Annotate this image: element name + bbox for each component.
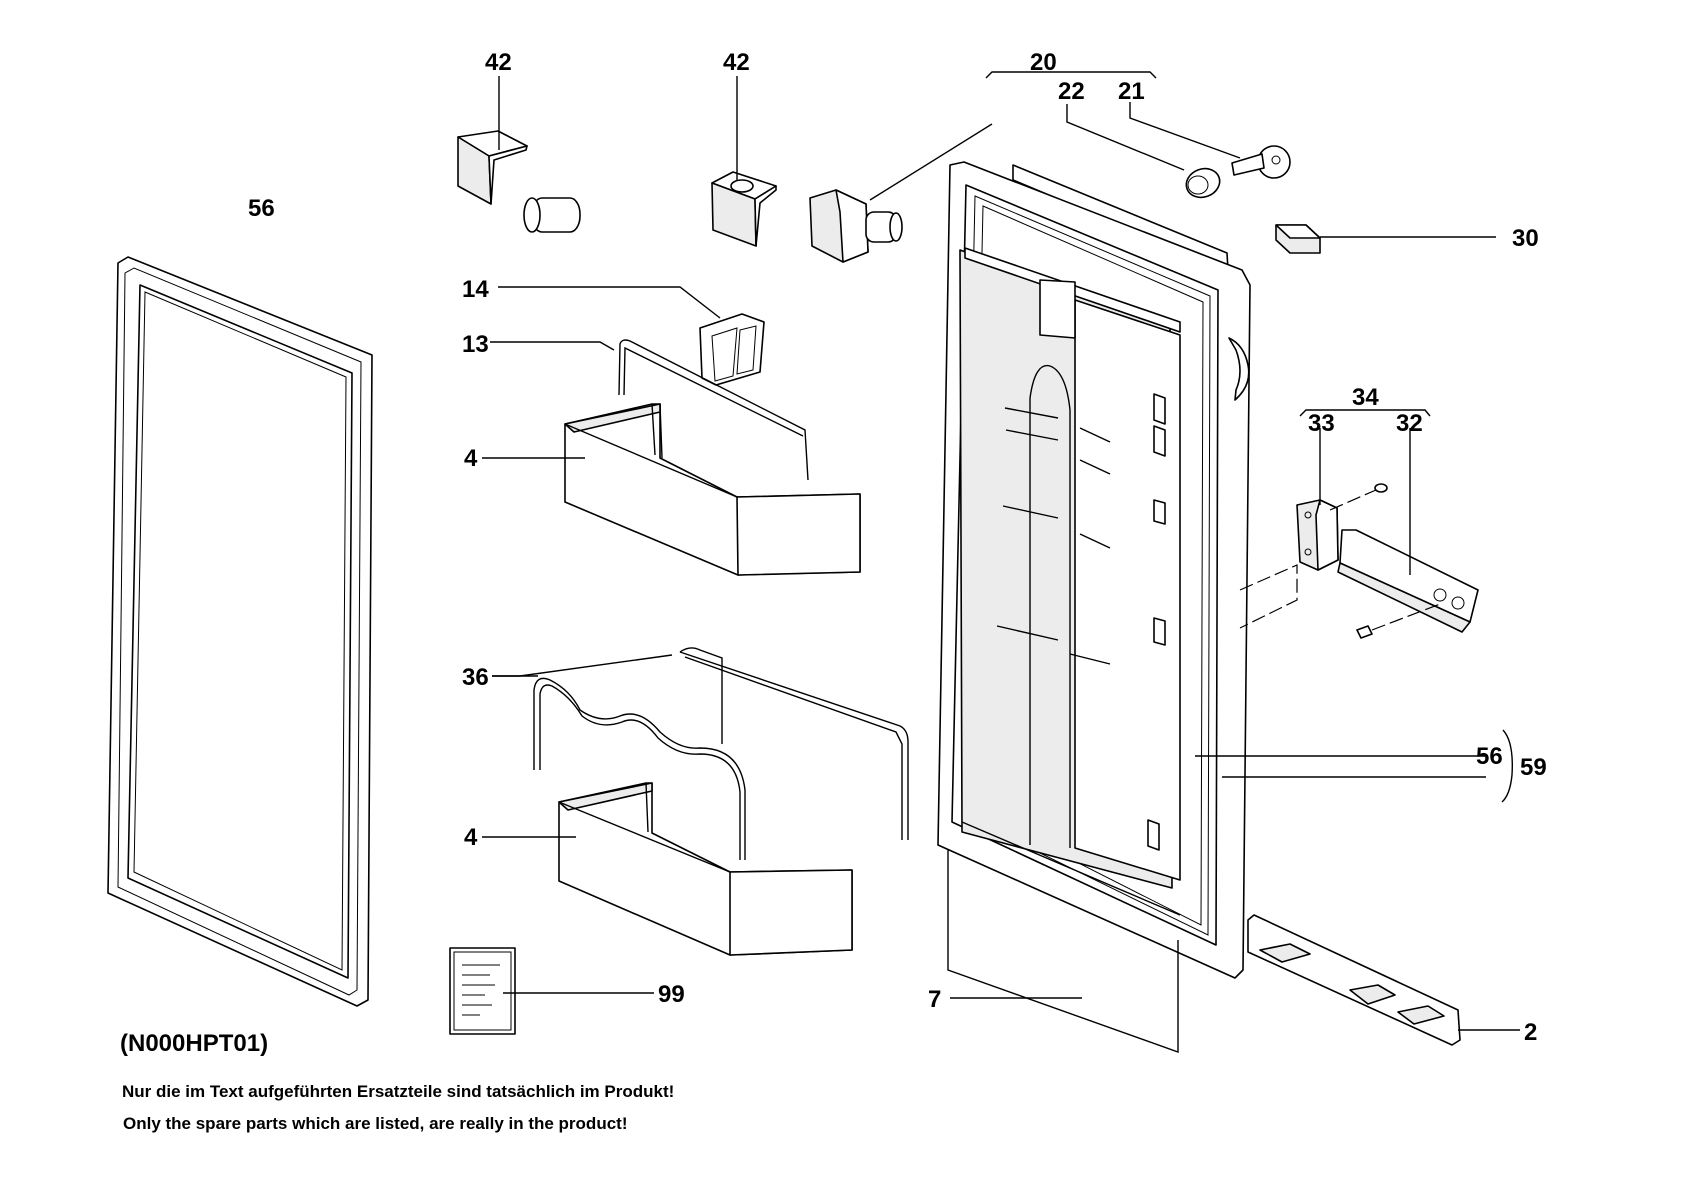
- part-number-labels: 42 42 20 22 21 56 30 14 13 4 34 33 32 36…: [248, 49, 1547, 1046]
- label-4-lower: 4: [464, 824, 478, 851]
- bottle-bar-upper-part: [618, 339, 809, 481]
- leader-lines: [482, 71, 1520, 1053]
- door-shelf-upper-part: [564, 403, 861, 576]
- lock-cylinder-part: [1185, 167, 1221, 199]
- note-german: Nur die im Text aufgeführten Ersatzteile…: [122, 1082, 674, 1101]
- label-56-gasket: 56: [248, 195, 275, 222]
- label-13: 13: [462, 331, 489, 358]
- label-36: 36: [462, 664, 489, 691]
- label-42b: 42: [723, 49, 750, 76]
- label-7: 7: [928, 986, 941, 1013]
- label-33: 33: [1308, 410, 1335, 437]
- label-4-upper: 4: [464, 445, 478, 472]
- handle-assembly-part: [809, 189, 903, 263]
- label-42a: 42: [485, 49, 512, 76]
- bottom-cover-strip-part: [1247, 914, 1461, 1046]
- key-part: [1231, 145, 1291, 179]
- hinge-assembly-part: [1239, 483, 1479, 639]
- door-gasket-part: [107, 256, 373, 1007]
- label-14: 14: [462, 276, 489, 303]
- label-56-door: 56: [1476, 743, 1503, 770]
- label-34: 34: [1352, 384, 1379, 411]
- label-2: 2: [1524, 1019, 1537, 1046]
- door-shelf-lower-part: [558, 782, 853, 956]
- drawing-code: (N000HPT01): [120, 1030, 268, 1057]
- label-22: 22: [1058, 78, 1085, 105]
- badge-part: [1275, 224, 1321, 254]
- label-30: 30: [1512, 225, 1539, 252]
- hinge-cover-right-part: [711, 171, 777, 247]
- label-99: 99: [658, 981, 685, 1008]
- label-59: 59: [1520, 754, 1547, 781]
- instruction-manual-part: [449, 947, 516, 1035]
- hinge-cover-left-part: [457, 130, 581, 233]
- retaining-clip-part: [699, 313, 765, 386]
- label-21: 21: [1118, 78, 1145, 105]
- label-20: 20: [1030, 49, 1057, 76]
- note-english: Only the spare parts which are listed, a…: [123, 1114, 627, 1133]
- label-32: 32: [1396, 410, 1423, 437]
- bottle-bar-lower-part: [533, 647, 909, 860]
- door-assembly-part: [937, 161, 1251, 979]
